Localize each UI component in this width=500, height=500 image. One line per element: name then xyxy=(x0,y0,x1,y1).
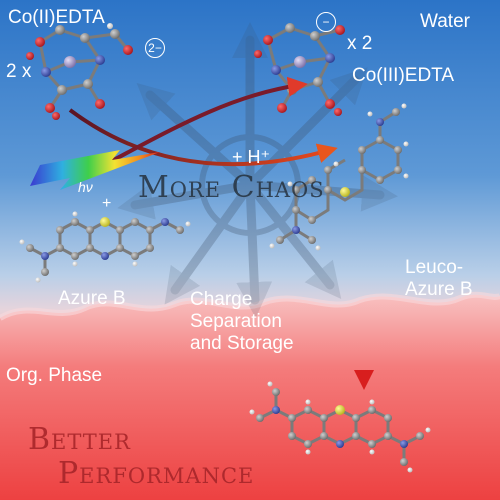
better-label: Better xyxy=(28,422,131,457)
h-plus-label: + H⁺ xyxy=(232,147,271,167)
hv-label: hν xyxy=(78,179,93,195)
co3-edta-label: Co(III)EDTA xyxy=(352,65,455,86)
factor-left-label: 2 x xyxy=(6,61,32,82)
co2-edta-molecule xyxy=(26,23,133,120)
leuco-azure-b-line1: Leuco- xyxy=(405,257,464,278)
azure-b-organic-molecule xyxy=(249,381,431,473)
charge-separation-line1: Charge xyxy=(190,289,253,310)
plus-label: + xyxy=(102,195,112,212)
azure-b-label: Azure B xyxy=(58,288,126,309)
azure-b-molecule xyxy=(19,211,191,283)
performance-label: Performance xyxy=(58,456,255,491)
more-chaos-label: More Chaos xyxy=(138,170,325,205)
co2-edta-label: Co(II)EDTA xyxy=(8,7,105,28)
leuco-azure-b-molecule xyxy=(269,103,409,251)
org-phase-label: Org. Phase xyxy=(6,365,103,386)
co3-edta-molecule xyxy=(254,23,345,116)
charge-separation-line3: and Storage xyxy=(190,333,294,354)
charge-separation-line2: Separation xyxy=(190,311,282,332)
co2-charge-badge: 2− xyxy=(145,38,165,58)
factor-right-label: x 2 xyxy=(347,33,373,54)
reaction-arrow-forward xyxy=(68,108,338,167)
light-beam xyxy=(30,150,160,190)
leuco-azure-b-line2: Azure B xyxy=(405,279,473,300)
co3-charge-badge: − xyxy=(316,12,336,32)
organic-phase xyxy=(0,294,500,500)
water-label: Water xyxy=(420,11,470,32)
reaction-arrow-oxidation xyxy=(94,76,308,172)
